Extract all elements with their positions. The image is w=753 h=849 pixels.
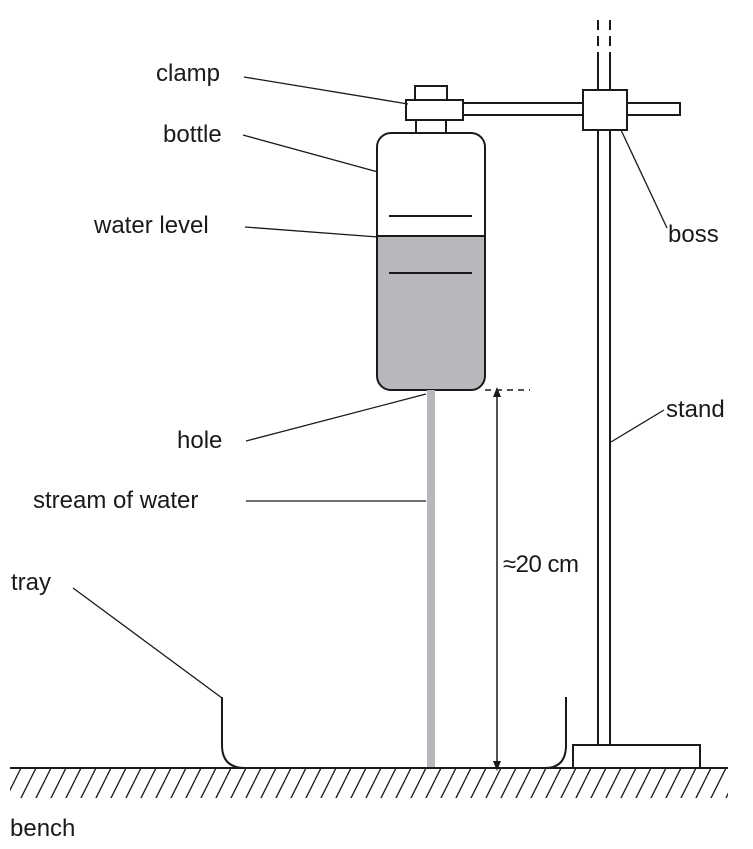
label-height: ≈20 cm [503,551,579,578]
label-clamp: clamp [156,60,220,87]
label-tray: tray [11,569,51,596]
bench [10,767,728,798]
bottle-body [376,132,486,391]
label-hole: hole [177,427,222,454]
label-water-level: water level [93,212,209,239]
label-stand: stand [666,396,725,423]
tray [221,697,567,769]
stand-base [572,744,701,769]
label-bench: bench [10,815,75,842]
boss-block [582,89,628,131]
label-stream-of-water: stream of water [33,487,198,514]
label-boss: boss [668,221,719,248]
clamp-arm [462,102,681,116]
leader-lines [72,76,668,699]
clamp-block [405,85,464,134]
label-bottle: bottle [163,121,222,148]
stand-rod [597,20,611,745]
water-stream [427,390,435,768]
